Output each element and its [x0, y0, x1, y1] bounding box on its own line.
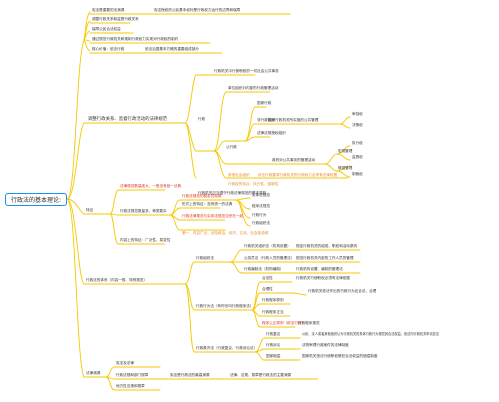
remedy-note-1: 公民、法人或者其他组织认为行政机关的具体行政行为侵犯其合法权益，依法向行政机关申…: [302, 332, 440, 336]
relation-label: 调整行政关系、监督行政活动的法律规范: [88, 117, 168, 122]
relation-item-10: 宏观管理: [338, 149, 353, 153]
act-note-3: 行政程序规范: [298, 321, 320, 325]
principles-group-2: 行政行为法（有时也叫行政程序法）: [196, 304, 254, 308]
relation-item-11: 微观管理: [338, 166, 353, 170]
relation-item-6: 其他社会组织: [228, 173, 250, 177]
sources-item-3: 地方性法规和规章: [116, 384, 145, 388]
relation-xingzheng: 行政: [198, 117, 206, 121]
remedy-note-3: 国家机关违法行使职权侵犯合法权益的赔偿制度: [302, 354, 378, 358]
features-red-1: 法律规范数量庞大，一般没有统一法典: [120, 184, 182, 188]
features-item-3: 内容上的特征：广泛性、易变性: [120, 238, 171, 242]
act-item-2: 合理性: [262, 287, 273, 291]
act-item-4: 行政程序正当: [262, 310, 284, 314]
features-sub-3: 行政行为: [252, 213, 267, 217]
features-sub-1: 实体法规范: [252, 193, 270, 197]
def-note-1: 宪法授权的公民基本权利是行政权力运行的边界和保障: [154, 8, 241, 12]
principles-group-1: 行政组织法: [196, 256, 214, 260]
remedy-item-2: 行政诉讼: [266, 343, 281, 347]
def-item-5: 核心价值：依法行政: [92, 47, 125, 51]
def-note-2: 依法治国基本方略的重要组成部分: [145, 47, 199, 51]
relation-small-5: 制裁权: [352, 172, 363, 176]
def-item-4: 通过规范行政机关和规制行政权力实现对行政权的制约: [92, 37, 179, 41]
act-item-3: 行政程序原则: [262, 298, 284, 302]
sources-item-1: 宪法及法律: [116, 361, 134, 365]
org-note-1: 规定行政机关的组成、职权和活动原则: [296, 244, 358, 248]
features-sub-4: 行政组织法: [252, 221, 270, 225]
def-item-2: 调整行政关系和监督行政关系: [92, 17, 139, 21]
relation-small-3: 执行权: [352, 141, 363, 145]
relation-item-5: 法律法规授权组织: [257, 131, 286, 135]
def-item-1: 宪法是重要的法渊源: [92, 8, 125, 12]
features-item-1: 形式上的特征：没有统一的法典: [182, 202, 233, 206]
remedy-item-3: 国家赔偿: [266, 354, 281, 358]
features-note-orange: 第一，内容广泛，涉及政治、经济、文化、社会各领域: [182, 231, 269, 235]
relation-small-4: 监督权: [352, 155, 363, 159]
sources-item-2: 行政法规和部门规章: [116, 373, 149, 377]
org-item-1: 行政机关组织法（机构设置）: [244, 244, 291, 248]
sources-note-1: 宪法是行政法的最高渊源: [170, 373, 210, 377]
relation-item-2: 国家行政: [257, 101, 272, 105]
relation-item-8: 政府对公共事务的管理活动: [272, 158, 316, 162]
org-note-2: 规范行政机关内部的工作人员的管理: [296, 256, 354, 260]
remedy-note-2: 法院审理行政案件的法律制度: [302, 343, 349, 347]
relation-item-3: 国家行政机关所实施的公共管理: [268, 118, 319, 122]
relation-small-2: 决策权: [352, 123, 363, 127]
root-node: 行政法的基本理论:: [5, 193, 67, 206]
act-note-2: 行政机关依法作出的行政行为应合法、合理: [308, 289, 377, 293]
act-item-5: 程序公正原则（依法行政）: [262, 321, 306, 325]
features-item-4: 行政法律规范与实体法规范交织在一起: [182, 214, 244, 218]
sources-note-2: 法律、法规、规章是行政法的主要渊源: [230, 373, 292, 377]
def-item-3: 保障公民合法权益: [92, 27, 121, 31]
principles-group-3: 行政救济法（行政复议、行政诉讼法）: [196, 346, 258, 350]
features-label: 特征: [86, 208, 94, 212]
org-note-3: 行政机构设置、编制的管理法: [296, 267, 343, 271]
org-item-2: 公务员法（行政人员的管理法）: [244, 256, 295, 260]
relation-note-orange2: 行政权的特点：执行性、强制性: [228, 182, 279, 186]
principles-label: 行政法的体系（内容一般、特别规范）: [86, 278, 148, 282]
act-item-1: 合法性: [262, 276, 273, 280]
org-item-3: 行政编制法（机构编制）: [244, 267, 284, 271]
relation-item-4: 非行政组织: [257, 118, 275, 122]
sources-label: 法律渊源: [86, 371, 101, 375]
relation-bottom: 行政机关应当遵守行政法律规范的基本原则: [198, 191, 267, 195]
features-sub-2: 程序法规范: [252, 204, 270, 208]
features-red-2: 行政法规范的稳定性较弱: [182, 194, 222, 198]
relation-gonggong: 公行政: [226, 145, 237, 149]
relation-small-1: 审批权: [352, 112, 363, 116]
act-note-1: 行政机关行使职权必须有法律依据: [296, 276, 350, 280]
relation-item-1: 单位组织对内部的行政管理活动: [228, 86, 279, 90]
relation-note-orange: 依法行政要求行政机关的行使权力必须有法律依据: [258, 173, 338, 177]
relation-top-note: 行政机关中行使职权的一切社会公共事务: [214, 69, 279, 73]
features-item-2: 行政法规范数量多、种类繁杂: [120, 209, 167, 213]
remedy-item-1: 行政复议: [266, 332, 281, 336]
